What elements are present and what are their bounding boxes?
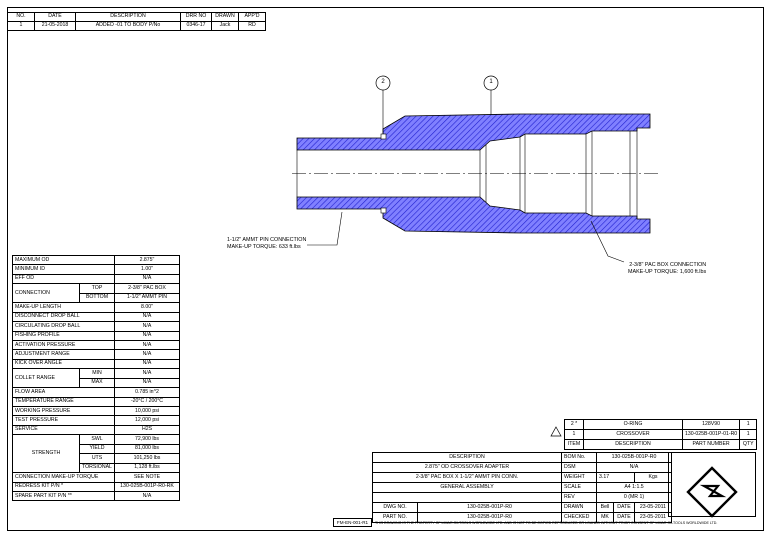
form-number: FM-EN-001-R1 bbox=[333, 518, 372, 527]
title-row: GENERAL ASSEMBLY SCALE A4 1:1.5 bbox=[372, 482, 672, 493]
rev-appd: RD bbox=[238, 21, 266, 31]
box-connection-label: 2-3/8" PAC BOX CONNECTION bbox=[629, 262, 707, 268]
bom-row: 1 CROSSOVER 130-025B-001P-01-R0 1 bbox=[564, 429, 758, 440]
pin-connection-label: 1-1/2" AMMT PIN CONNECTION bbox=[227, 237, 307, 243]
pin-connection-callout: 1-1/2" AMMT PIN CONNECTION MAKE-UP TORQU… bbox=[227, 237, 306, 250]
bom-header-row: ITEM DESCRIPTION PART NUMBER QTY bbox=[564, 439, 758, 450]
property-footnote: THIS DRAWING IS THE PROPERTY OF LIMAR OI… bbox=[375, 521, 718, 525]
revision-row: 1 21-05-2018 ADDED -01 TO BODY P/No 0346… bbox=[7, 21, 266, 31]
revision-table: NO. DATE DESCRIPTION DRR NO DRAWN APP'D … bbox=[7, 12, 266, 31]
bom-table: 2 * O-RING 128V90 1 1 CROSSOVER 130-025B… bbox=[564, 419, 758, 450]
title-row: REV 0 (MR 1) bbox=[372, 492, 672, 503]
balloon-1-number: 1 bbox=[489, 79, 493, 85]
oring-groove-lower bbox=[380, 207, 387, 214]
drawing-border bbox=[7, 7, 764, 531]
box-connection-leader bbox=[590, 220, 625, 263]
warning-triangle-icon bbox=[550, 426, 562, 437]
spec-row: TEMPERATURE RANGE-20°C / 200°C bbox=[12, 396, 180, 408]
title-row: 2.875" OD CROSSOVER ADAPTER DSM N/A bbox=[372, 462, 672, 473]
pin-connection-leader bbox=[307, 211, 343, 246]
lower-wall-section bbox=[296, 196, 651, 234]
spec-row: REDRESS KIT P/N *130-025B-001P-R0-RK bbox=[12, 481, 180, 492]
title-row: DWG NO. 130-025B-001P-R0 DRAWN Bell DATE… bbox=[372, 502, 672, 513]
logo-box bbox=[668, 452, 756, 517]
title-row: DESCRIPTION BOM No. 130-025B-001P-R0 bbox=[372, 452, 672, 463]
pin-torque-label: MAKE-UP TORQUE: 633 ft.lbs bbox=[227, 243, 301, 250]
balloon-2-number: 2 bbox=[381, 79, 385, 85]
box-connection-callout: 2-3/8" PAC BOX CONNECTION MAKE-UP TORQUE… bbox=[628, 262, 706, 275]
box-torque-label: MAKE-UP TORQUE: 1,600 ft.lbs bbox=[628, 268, 707, 275]
spec-row: SPARE PART KIT P/N **N/A bbox=[12, 490, 180, 502]
title-block: DESCRIPTION BOM No. 130-025B-001P-R0 2.8… bbox=[372, 452, 672, 523]
title-row: 2-3/8" PAC BOX X 1-1/2" AMMT PIN CONN. W… bbox=[372, 472, 672, 483]
oring-groove-upper bbox=[380, 133, 387, 140]
upper-wall-section bbox=[296, 113, 651, 151]
bom-row: 2 * O-RING 128V90 1 bbox=[564, 419, 758, 430]
title-row: PART NO. 130-025B-001P-R0 CHECKED MK DAT… bbox=[372, 512, 672, 523]
